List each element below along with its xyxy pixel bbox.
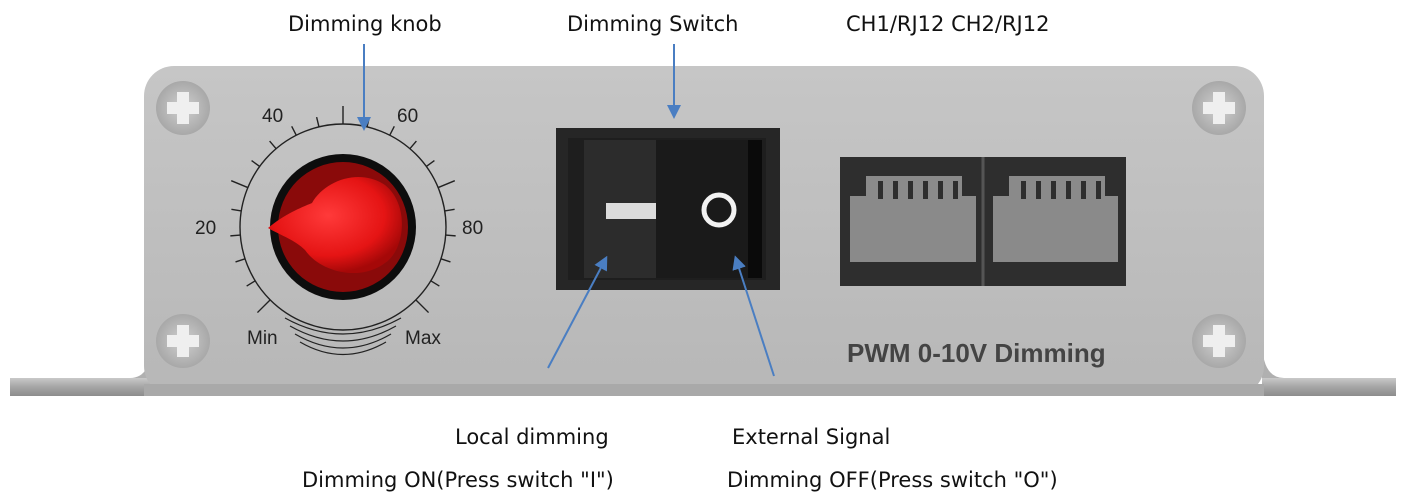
dial-tick bbox=[256, 299, 271, 314]
rocker-switch-icon[interactable] bbox=[556, 128, 780, 290]
rj12-port-icon[interactable] bbox=[993, 176, 1118, 262]
dial-tick bbox=[269, 140, 277, 150]
dial-label-min: Min bbox=[247, 328, 278, 349]
dial-tick bbox=[409, 140, 417, 150]
dial-tick bbox=[235, 258, 246, 263]
screw-icon bbox=[156, 314, 210, 368]
dial-tick bbox=[444, 208, 455, 212]
arrow-local bbox=[547, 255, 608, 369]
switch-on-symbol bbox=[606, 203, 656, 219]
mounting-flange-right bbox=[1262, 340, 1396, 396]
dial-tick bbox=[230, 180, 249, 189]
callout-local-dimming: Local dimming bbox=[455, 425, 609, 449]
mounting-flange-left bbox=[10, 340, 152, 396]
screw-icon bbox=[1192, 314, 1246, 368]
callout-dimming-knob: Dimming knob bbox=[288, 12, 442, 36]
dial-label-40: 40 bbox=[262, 106, 283, 127]
dial-ticks bbox=[230, 106, 456, 314]
dial-scale: 20 40 60 80 Min Max bbox=[195, 106, 483, 356]
arrow-external bbox=[732, 255, 775, 377]
callout-dimming-switch: Dimming Switch bbox=[567, 12, 739, 36]
dial-tick bbox=[231, 208, 242, 212]
dial-tick bbox=[291, 125, 297, 136]
callout-arrows bbox=[357, 44, 775, 377]
dial-label-60: 60 bbox=[397, 106, 418, 127]
callout-external-signal-desc: Dimming OFF(Press switch "O") bbox=[727, 468, 1058, 492]
dial-tick bbox=[440, 258, 451, 263]
rj12-port-icon[interactable] bbox=[850, 176, 976, 262]
screw-icon bbox=[1192, 81, 1246, 135]
switch-off-symbol bbox=[701, 192, 737, 228]
dial-tick bbox=[230, 234, 241, 237]
callout-external-signal: External Signal bbox=[732, 425, 890, 449]
callout-local-dimming-desc: Dimming ON(Press switch "I") bbox=[302, 468, 614, 492]
dial-tick bbox=[251, 160, 261, 168]
knob-icon[interactable] bbox=[268, 154, 416, 300]
screw-icon bbox=[156, 81, 210, 135]
rj12-ports bbox=[840, 157, 1126, 286]
dial-tick bbox=[430, 280, 440, 287]
dial-tick bbox=[315, 116, 320, 128]
panel-bottom-edge bbox=[144, 384, 1264, 396]
panel-label: PWM 0-10V Dimming bbox=[847, 338, 1106, 368]
dial-label-20: 20 bbox=[195, 218, 216, 239]
dial-tick bbox=[445, 234, 456, 237]
dial-tick bbox=[437, 180, 456, 189]
dial-label-max: Max bbox=[405, 328, 441, 349]
dial-tick bbox=[389, 125, 395, 136]
dial-label-80: 80 bbox=[462, 218, 483, 239]
dial-tick bbox=[425, 160, 435, 168]
callout-rj12-ports: CH1/RJ12 CH2/RJ12 bbox=[846, 12, 1049, 36]
dial-tick bbox=[246, 280, 256, 287]
dial-tick bbox=[415, 299, 430, 314]
